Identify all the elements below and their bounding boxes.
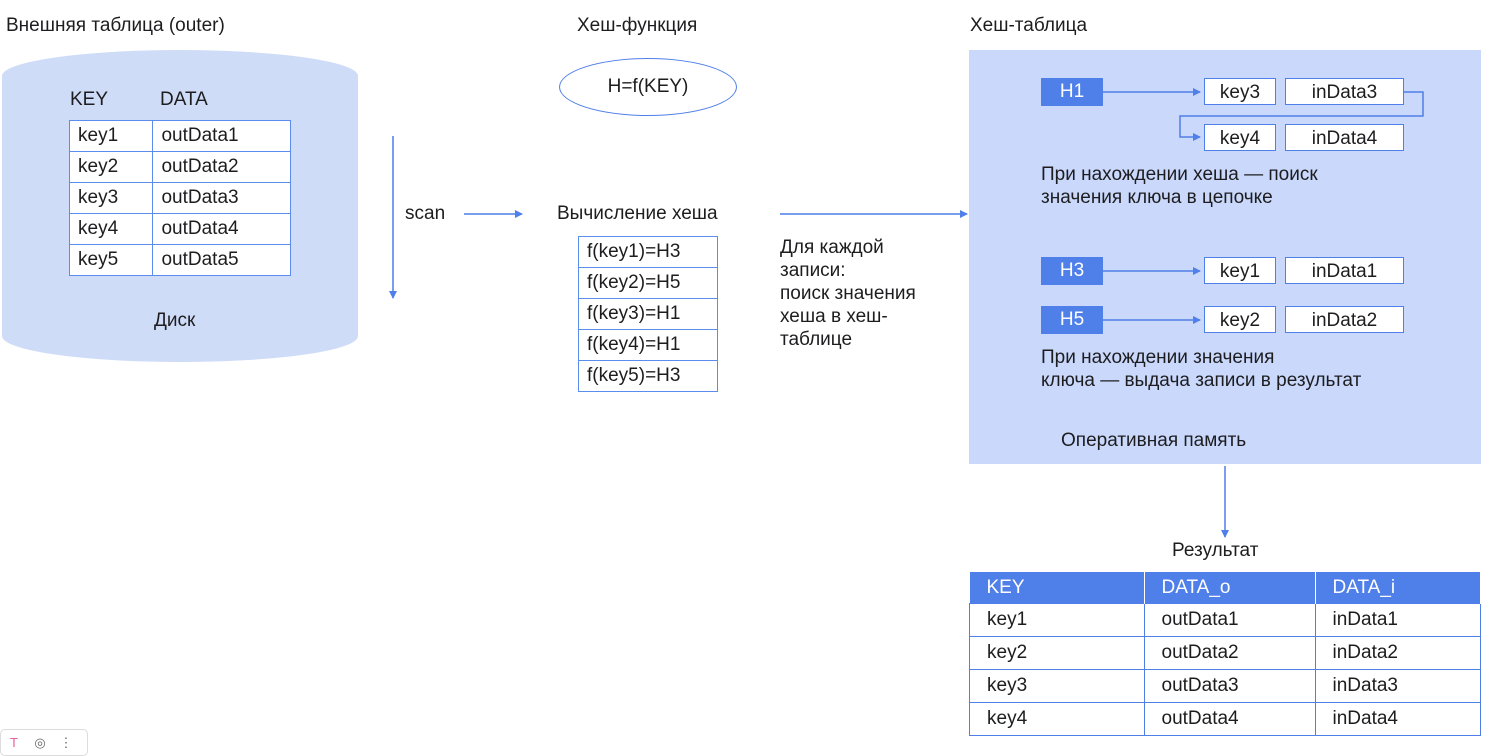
result-title: Результат (1172, 540, 1259, 561)
chain-data-cell: inData3 (1285, 78, 1404, 105)
translate-icon[interactable]: T (10, 735, 18, 750)
hash-function-title: Хеш-функция (577, 15, 698, 36)
outer-key-cell: key1 (68, 120, 154, 152)
table-row: f(key3)=H1 (578, 298, 718, 330)
hash-compute-table: f(key1)=H3 f(key2)=H5 f(key3)=H1 f(key4)… (578, 236, 718, 392)
hash-compute-cell: f(key5)=H3 (578, 360, 718, 392)
hash-bucket-h3: H3 (1041, 257, 1103, 285)
outer-key-cell: key2 (68, 151, 154, 183)
memory-label: Оперативная память (1061, 430, 1247, 451)
table-row: f(key2)=H5 (578, 267, 718, 299)
result-cell: inData2 (1314, 636, 1481, 670)
result-cell: outData1 (1143, 603, 1316, 637)
note-line: ключа — выдача записи в результат (1041, 370, 1362, 391)
lookup-note: Для каждой записи: поиск значения хеша в… (780, 236, 916, 351)
note-line: При нахождении хеша — поиск (1041, 164, 1318, 185)
result-cell: key1 (969, 603, 1145, 637)
note-line: значения ключа в цепочке (1041, 187, 1273, 208)
outer-data-cell: outData3 (152, 182, 291, 214)
hash-compute-cell: f(key2)=H5 (578, 267, 718, 299)
more-icon[interactable]: ⋮ (59, 735, 73, 750)
lookup-note-line: таблице (780, 329, 853, 350)
chain-search-note: При нахождении хеша — поиск значения клю… (1041, 163, 1318, 209)
result-cell: key2 (969, 636, 1145, 670)
hash-function-ellipse: H=f(KEY) (559, 58, 737, 116)
result-cell: key4 (969, 702, 1145, 736)
outer-key-header: KEY (70, 89, 109, 110)
hash-compute-title: Вычисление хеша (557, 203, 718, 224)
outer-data-cell: outData4 (152, 213, 291, 245)
result-header-key: KEY (969, 572, 1145, 604)
table-row: f(key5)=H3 (578, 360, 718, 392)
chain-key-cell: key3 (1204, 78, 1276, 105)
hash-compute-cell: f(key3)=H1 (578, 298, 718, 330)
outer-key-cell: key4 (68, 213, 154, 245)
lookup-note-line: Для каждой (780, 237, 884, 258)
lookup-note-line: поиск значения (780, 283, 916, 304)
note-line: При нахождении значения (1041, 347, 1275, 368)
hash-compute-cell: f(key4)=H1 (578, 329, 718, 361)
table-row: f(key1)=H3 (578, 236, 718, 268)
floating-toolbar: T ◎ ⋮ (0, 729, 88, 756)
chain-key-cell: key1 (1204, 257, 1276, 284)
lookup-note-line: хеша в хеш- (780, 306, 888, 327)
hash-compute-cell: f(key1)=H3 (578, 236, 718, 268)
result-header-data-o: DATA_o (1144, 572, 1316, 604)
lookup-note-line: записи: (780, 260, 846, 281)
result-cell: inData3 (1314, 669, 1481, 703)
table-row: f(key4)=H1 (578, 329, 718, 361)
hash-bucket-h5: H5 (1041, 306, 1103, 334)
chain-arrow (1179, 91, 1424, 141)
outer-key-cell: key5 (68, 244, 154, 276)
result-cell: key3 (969, 669, 1145, 703)
disk-label: Диск (154, 310, 196, 331)
result-cell: inData1 (1314, 603, 1481, 637)
result-cell: outData2 (1143, 636, 1316, 670)
result-cell: inData4 (1314, 702, 1481, 736)
chain-data-cell: inData2 (1285, 306, 1404, 333)
result-header-data-i: DATA_i (1315, 572, 1481, 604)
chain-data-cell: inData4 (1285, 124, 1404, 151)
outer-data-header: DATA (160, 89, 208, 110)
hash-table-title: Хеш-таблица (970, 15, 1088, 36)
hash-bucket-h1: H1 (1041, 78, 1103, 106)
outer-data-cell: outData2 (152, 151, 291, 183)
result-cell: outData4 (1143, 702, 1316, 736)
hash-formula: H=f(KEY) (607, 76, 689, 97)
result-cell: outData3 (1143, 669, 1316, 703)
outer-data-cell: outData1 (152, 120, 291, 152)
chain-data-cell: inData1 (1285, 257, 1404, 284)
outer-table-title: Внешняя таблица (outer) (6, 15, 225, 36)
chain-key-cell: key2 (1204, 306, 1276, 333)
result-header-row: KEY DATA_o DATA_i (969, 572, 1481, 604)
scan-label: scan (405, 203, 446, 224)
outer-data-cell: outData5 (152, 244, 291, 276)
chain-key-cell: key4 (1204, 124, 1276, 151)
lens-icon[interactable]: ◎ (34, 735, 46, 750)
result-output-note: При нахождении значения ключа — выдача з… (1041, 346, 1361, 392)
